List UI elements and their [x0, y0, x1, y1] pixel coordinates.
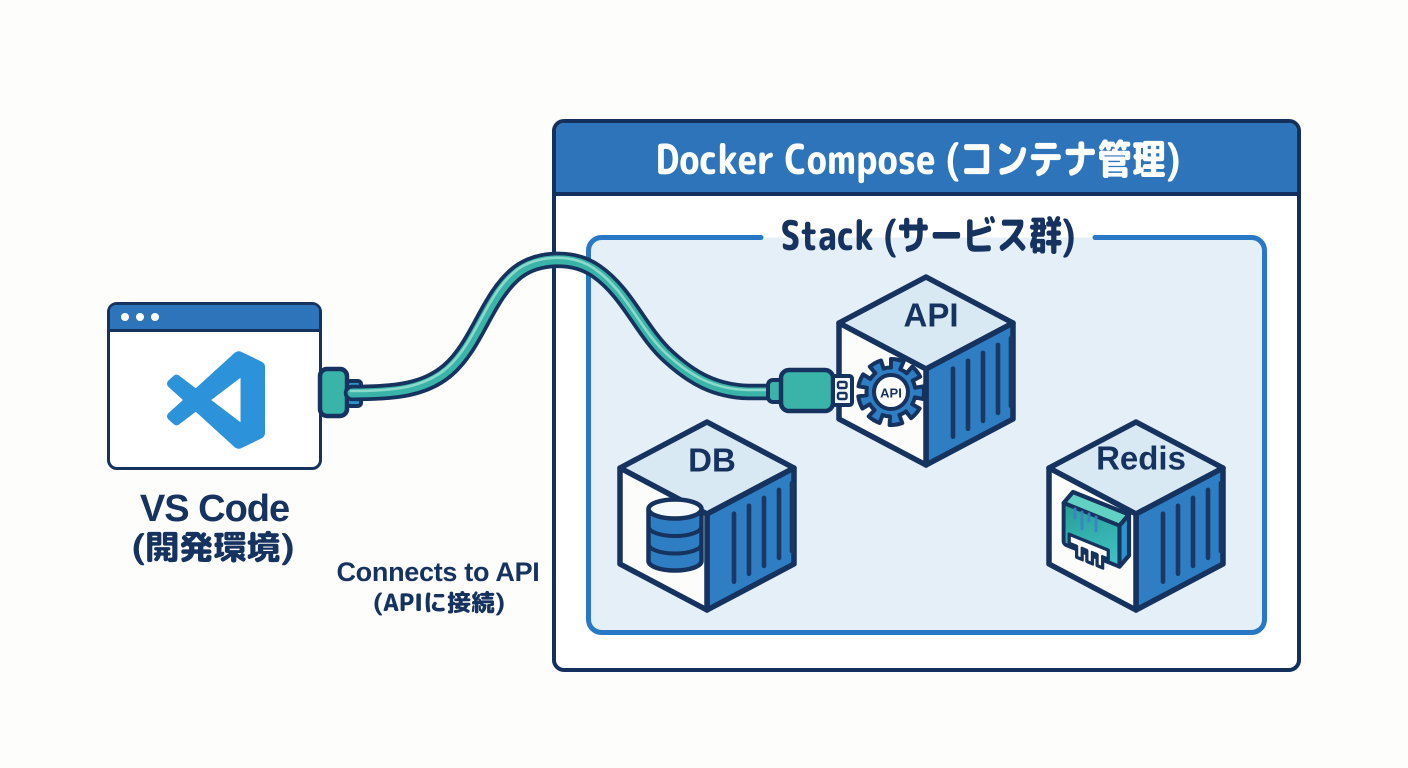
cable-curve	[343, 251, 793, 402]
connection-label: Connects to API	[336, 557, 540, 587]
vscode-logo-icon	[167, 351, 265, 449]
window-dot	[136, 313, 144, 321]
api-plug-pin-slot	[836, 391, 848, 401]
cube-label: DB	[688, 442, 736, 479]
cable-highlight	[349, 256, 785, 393]
vscode-title: VS Code	[139, 488, 290, 530]
container-ridges	[1160, 480, 1224, 584]
container-ridges	[950, 335, 1014, 439]
vscode-plug-body	[317, 366, 350, 419]
api-plug	[766, 367, 854, 414]
window-dot	[151, 313, 159, 321]
cable-core	[347, 255, 789, 398]
cube-label: Redis	[1096, 440, 1186, 477]
chip-pins	[1067, 532, 1110, 570]
cylinder-body	[646, 509, 704, 573]
cylinder-band	[646, 526, 704, 538]
api-plug-body	[778, 367, 836, 414]
api-plug-pin-slot	[836, 380, 848, 390]
cable-outline	[343, 251, 793, 402]
container-cube-db: DB	[617, 419, 797, 613]
vscode-window-body	[110, 332, 319, 469]
cylinder-top	[646, 497, 704, 521]
container-cube-api: API API	[836, 274, 1016, 468]
container-cube-redis: Redis	[1046, 419, 1226, 613]
chip-drips	[1073, 507, 1098, 533]
window-dot	[121, 313, 129, 321]
gear-api-badge: API	[880, 386, 902, 401]
database-cylinder-icon	[646, 497, 704, 573]
memory-chip-icon	[1061, 489, 1132, 570]
gear-icon: API	[856, 357, 926, 428]
vscode-window	[107, 302, 322, 470]
container-ridges	[731, 480, 795, 584]
stack-title	[782, 216, 1074, 258]
api-plug-connector	[831, 374, 854, 407]
cube-label: API	[903, 297, 958, 334]
cylinder-band	[646, 543, 704, 556]
vscode-titlebar	[110, 305, 319, 332]
gear-hub	[872, 373, 910, 411]
